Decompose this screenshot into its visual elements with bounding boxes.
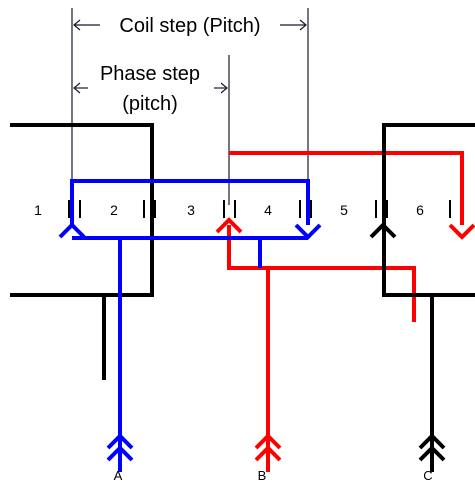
phase-label-a: A (114, 468, 123, 483)
slot-number-5: 5 (340, 202, 348, 218)
phase-step-label-line2: (pitch) (122, 93, 178, 115)
coil-step-label: Coil step (Pitch) (119, 15, 260, 37)
slot-number-6: 6 (416, 202, 424, 218)
phase-step-dimension (73, 82, 228, 94)
slot-number-2: 2 (110, 202, 118, 218)
slot-number-4: 4 (264, 202, 272, 218)
coil-blue (58, 179, 322, 472)
slot-number-3: 3 (187, 202, 195, 218)
slot-number-1: 1 (34, 202, 42, 218)
dimension-guides (71, 8, 309, 205)
phase-step-label-line1: Phase step (100, 63, 200, 85)
coil-black-right (369, 123, 475, 472)
phase-label-b: B (258, 468, 267, 483)
coil-red (215, 151, 475, 472)
coil-step-dimension (73, 19, 307, 31)
phase-label-c: C (423, 468, 432, 483)
coil-black-left (10, 123, 154, 380)
